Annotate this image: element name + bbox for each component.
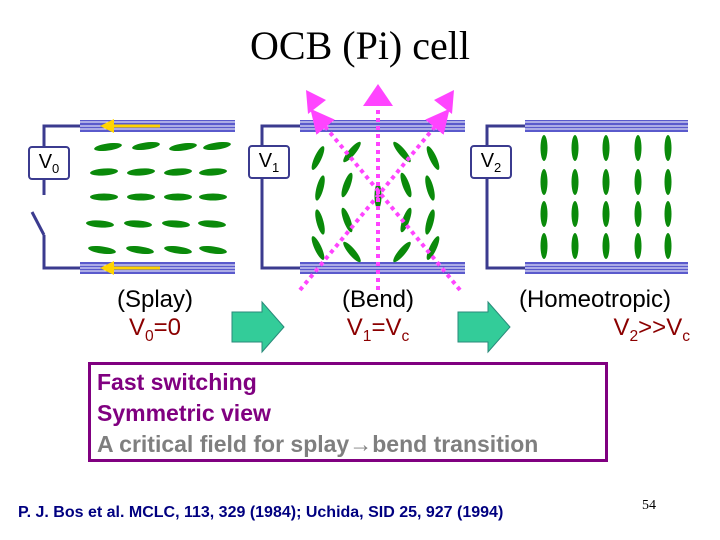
circuit-wire xyxy=(42,124,80,148)
circuit-wire xyxy=(485,124,525,145)
notes-box: Fast switching Symmetric view A critical… xyxy=(88,362,608,462)
bend-cell xyxy=(260,84,465,292)
splay-molecules xyxy=(86,142,231,254)
axis-arrowhead xyxy=(363,84,393,106)
voltage-source-v2: V2 xyxy=(470,145,512,179)
note-fast-switching: Fast switching xyxy=(97,369,257,395)
caption-homeotropic: (Homeotropic) xyxy=(518,286,672,313)
open-switch xyxy=(30,211,46,236)
right-arrow-icon: → xyxy=(349,431,373,457)
circuit-wire xyxy=(260,124,300,145)
splay-cell xyxy=(30,119,235,275)
transition-arrow-1 xyxy=(231,300,285,354)
caption-bend: (Bend) xyxy=(341,286,415,313)
condition-splay: V0=0 xyxy=(128,314,182,345)
note-symmetric-view: Symmetric view xyxy=(97,400,271,426)
condition-bend: V1=Vc xyxy=(346,314,410,345)
bend-molecules xyxy=(311,141,440,263)
transition-arrow-2 xyxy=(457,300,511,354)
optic-axis-lines xyxy=(298,84,462,292)
voltage-source-v0: V0 xyxy=(28,146,70,180)
homeotropic-molecules xyxy=(540,135,672,259)
reference-citation: P. J. Bos et al. MCLC, 113, 329 (1984); … xyxy=(18,504,504,521)
homeotropic-cell xyxy=(485,120,688,274)
page-number: 54 xyxy=(642,498,656,513)
condition-homeotropic: V2>>Vc xyxy=(613,314,690,345)
caption-splay: (Splay) xyxy=(116,286,194,313)
slide-title: OCB (Pi) cell xyxy=(250,23,470,68)
note-critical-field: A critical field for splay→bend transiti… xyxy=(97,431,539,457)
voltage-source-v1: V1 xyxy=(248,145,290,179)
